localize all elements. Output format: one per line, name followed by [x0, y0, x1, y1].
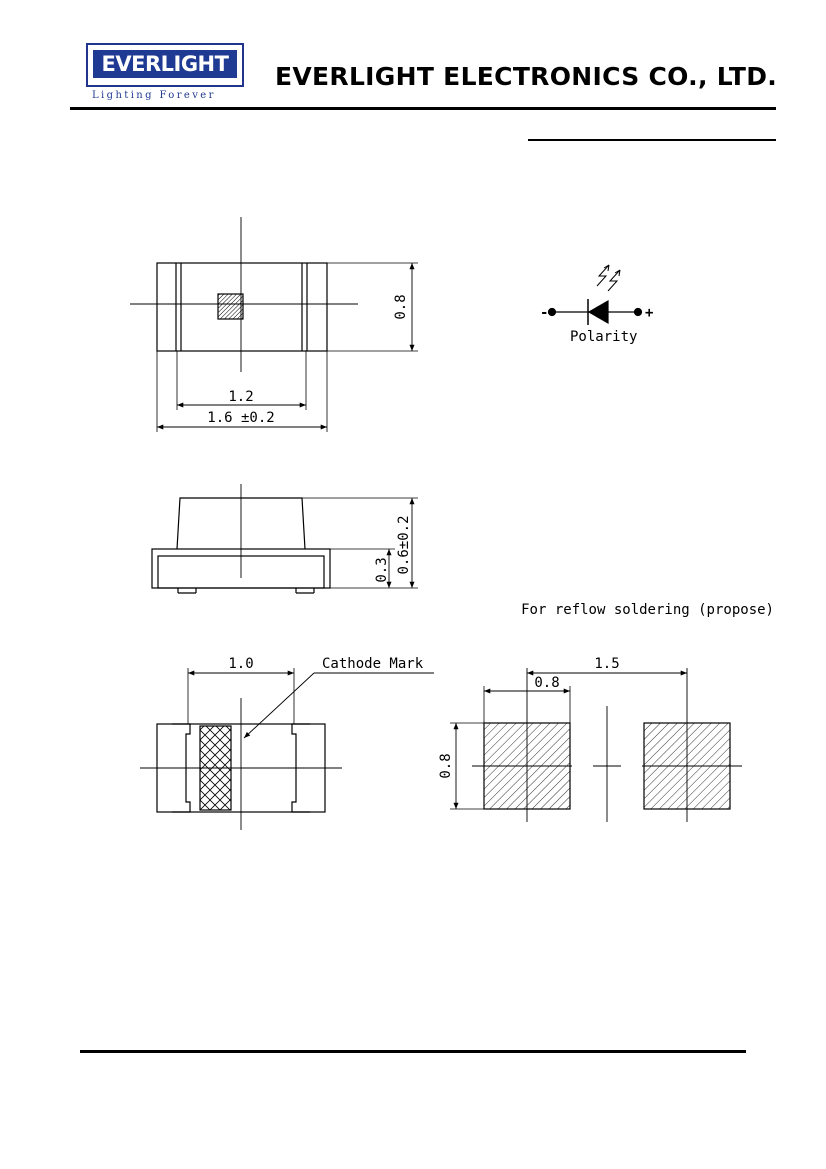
header-rule: [70, 107, 776, 110]
dim-total-height: 0.6±0.2: [396, 515, 412, 574]
dim-pad-width: 0.8: [534, 675, 559, 691]
everlight-logo: EVERLIGHT: [86, 43, 244, 87]
dim-base-height: 0.3: [374, 557, 390, 582]
reflow-note: For reflow soldering (propose): [521, 602, 774, 618]
bottom-view: [140, 668, 434, 830]
company-name: EVERLIGHT ELECTRONICS CO., LTD.: [275, 62, 778, 91]
dim-outer-width: 1.6 ±0.2: [207, 410, 274, 426]
cathode-mark-label: Cathode Mark: [322, 656, 424, 672]
dim-pad-height: 0.8: [438, 753, 454, 778]
title-underline: [528, 139, 776, 141]
logo-tagline: Lighting Forever: [92, 90, 216, 101]
dim-bottom-width: 1.0: [228, 656, 253, 672]
top-view: [130, 217, 418, 432]
footer-rule: [80, 1050, 746, 1053]
dim-pad-pitch: 1.5: [594, 656, 619, 672]
side-view: [151, 484, 418, 594]
pad-layout: [450, 668, 742, 822]
polarity-plus: +: [645, 305, 653, 321]
polarity-symbol: [547, 264, 643, 325]
dim-height: 0.8: [393, 294, 409, 319]
polarity-minus: -: [540, 305, 548, 321]
dim-inner-width: 1.2: [228, 389, 253, 405]
logo-text: EVERLIGHT: [93, 50, 237, 78]
polarity-label: Polarity: [570, 329, 637, 345]
